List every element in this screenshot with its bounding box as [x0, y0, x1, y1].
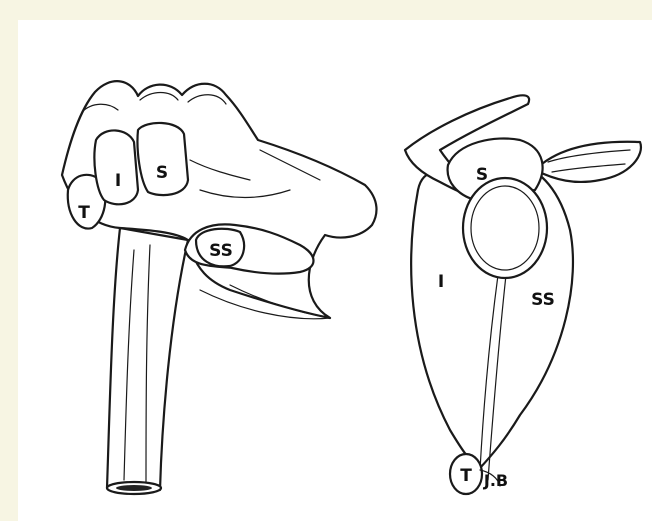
label-t-right: T	[460, 466, 472, 486]
bone-shaft	[107, 228, 188, 490]
glenoid	[463, 178, 547, 278]
hand-gripping-bone-drawing: T I S SS	[62, 81, 376, 494]
label-s-right: S	[476, 165, 488, 185]
artist-signature: J.B	[483, 471, 508, 490]
label-s: S	[156, 163, 168, 183]
label-t: T	[78, 203, 90, 223]
label-i: I	[115, 171, 121, 191]
scapula-drawing: S I SS T J.B	[405, 95, 641, 494]
label-ss-right: SS	[531, 290, 555, 310]
label-ss-left: SS	[209, 241, 233, 261]
label-i-right: I	[438, 272, 444, 292]
